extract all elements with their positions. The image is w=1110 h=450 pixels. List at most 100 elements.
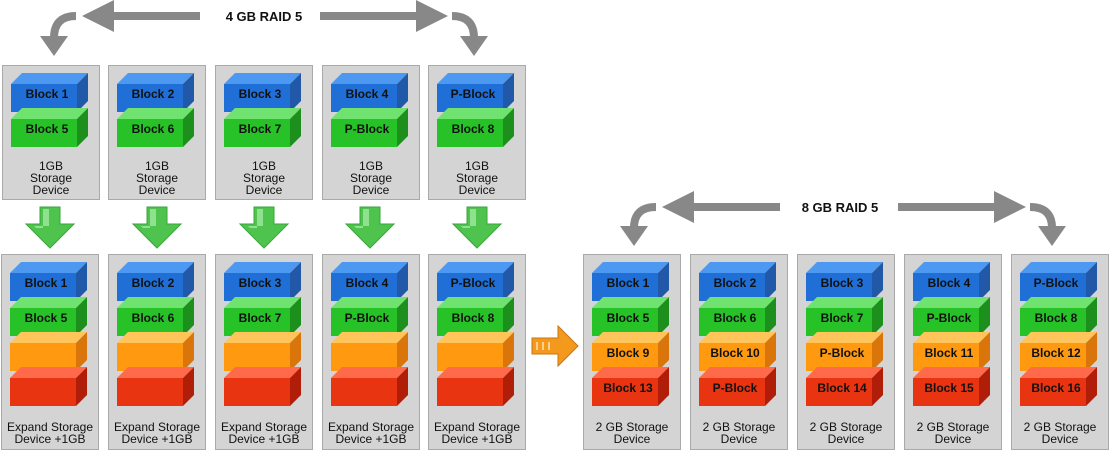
block-label: Block 5	[25, 311, 68, 325]
caption-line: 2 GB Storage	[702, 420, 776, 434]
data-block: Block 8	[437, 108, 514, 147]
caption-line: Storage	[349, 171, 393, 185]
block-label: Block 16	[1031, 381, 1081, 395]
data-block: Block 15	[913, 367, 990, 406]
caption-line: Expand Storage	[6, 420, 94, 434]
block-label: Block 8	[452, 311, 495, 325]
caption-line: 2 GB Storage	[595, 420, 669, 434]
caption-line: 1GB	[464, 159, 489, 173]
data-block	[224, 367, 301, 406]
expand-down-arrow	[238, 206, 290, 249]
caption-line: Device	[934, 432, 972, 446]
expand-down-arrow	[344, 206, 396, 249]
caption-line: Device +1GB	[228, 432, 300, 446]
block-label: P-Block	[345, 311, 390, 325]
caption-line: Device	[613, 432, 651, 446]
block-stack: Block 2 Block 6	[117, 262, 194, 406]
block-label: Block 2	[132, 276, 175, 290]
data-block: P-Block	[699, 367, 776, 406]
data-block: Block 8	[1020, 297, 1097, 336]
raid-after-span-arrow	[620, 191, 1066, 246]
block-label: P-Block	[345, 122, 390, 136]
data-block: Block 7	[806, 297, 883, 336]
data-block: Block 9	[592, 332, 669, 371]
caption-line: Expand Storage	[327, 420, 415, 434]
data-block: Block 1	[592, 262, 669, 301]
block-label: Block 10	[710, 346, 760, 360]
block-label: Block 2	[132, 87, 175, 101]
transition-arrow	[531, 324, 579, 368]
block-stack: Block 4 P-Block	[331, 262, 408, 406]
data-block: Block 4	[331, 73, 408, 112]
data-block: P-Block	[806, 332, 883, 371]
caption-line: Device	[245, 183, 283, 197]
caption-line: Device +1GB	[335, 432, 407, 446]
block-stack: Block 2 Block 6	[117, 73, 194, 147]
block-label: Block 7	[239, 311, 282, 325]
data-block: Block 5	[11, 108, 88, 147]
data-block	[331, 332, 408, 371]
data-block: Block 14	[806, 367, 883, 406]
block-label: Block 11	[925, 346, 974, 360]
caption-line: 1GB	[144, 159, 169, 173]
data-block: Block 10	[699, 332, 776, 371]
block-stack: Block 4 P-Block	[331, 73, 408, 147]
block-stack: Block 3 Block 7	[224, 262, 301, 406]
data-block: Block 5	[592, 297, 669, 336]
data-block: Block 2	[699, 262, 776, 301]
block-label: Block 3	[239, 276, 282, 290]
caption-line: 2 GB Storage	[916, 420, 990, 434]
data-block: P-Block	[437, 262, 514, 301]
data-block: Block 5	[10, 297, 87, 336]
block-label: P-Block	[451, 87, 496, 101]
block-label: Block 6	[132, 122, 175, 136]
block-label: P-Block	[713, 381, 758, 395]
data-block	[224, 332, 301, 371]
data-block: Block 7	[224, 108, 301, 147]
caption-line: Device	[720, 432, 758, 446]
block-label: Block 6	[132, 311, 175, 325]
block-label: P-Block	[451, 276, 496, 290]
block-label: Block 4	[346, 87, 389, 101]
data-block	[10, 367, 87, 406]
data-block: Block 4	[913, 262, 990, 301]
block-label: Block 1	[26, 87, 69, 101]
block-label: P-Block	[927, 311, 972, 325]
caption-line: Device	[352, 183, 390, 197]
expand-down-arrow	[451, 206, 503, 249]
data-block: P-Block	[331, 297, 408, 336]
data-block: Block 12	[1020, 332, 1097, 371]
caption-line: Storage	[455, 171, 499, 185]
block-label: Block 3	[821, 276, 864, 290]
caption-line: Expand Storage	[433, 420, 521, 434]
block-label: Block 4	[346, 276, 389, 290]
block-label: Block 5	[607, 311, 650, 325]
block-label: Block 8	[452, 122, 495, 136]
